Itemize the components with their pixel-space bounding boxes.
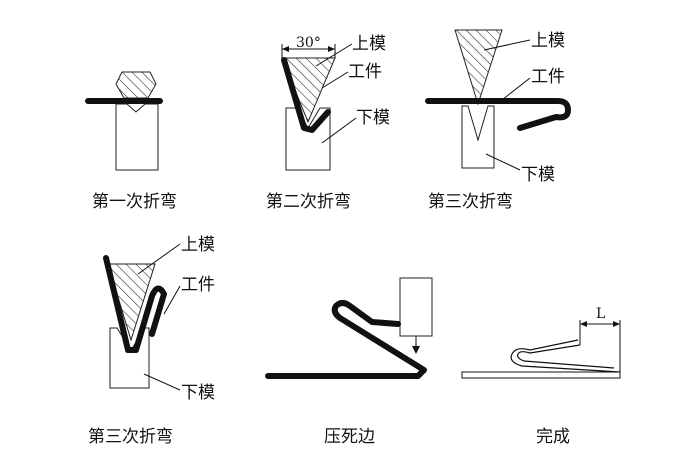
label-workpiece-2: 工件: [348, 62, 382, 82]
workpiece-6-base: [461, 371, 621, 379]
label-lower-die-4: 下模: [181, 383, 215, 403]
angle-label: 30°: [296, 35, 321, 51]
angle-arrow-left: [282, 46, 289, 52]
angle-arrow-right: [328, 46, 335, 52]
caption-step3: 第三次折弯: [428, 192, 513, 212]
panel-step6: L 完成: [461, 306, 621, 447]
upper-die-1: [115, 71, 157, 99]
lower-die-3: [461, 105, 495, 169]
label-workpiece-4: 工件: [181, 275, 215, 295]
leader-upper-die-4: [137, 243, 181, 275]
label-upper-die-3: 上模: [531, 31, 565, 51]
leader-upper-die-2: [315, 43, 353, 67]
leader-workpiece-2: [321, 71, 349, 89]
leader-workpiece-3: [501, 77, 531, 101]
panel-step2: 30° 上模 工件 下模 第二次折弯: [266, 34, 390, 212]
label-workpiece-3: 工件: [531, 67, 565, 87]
label-upper-die-4: 上模: [181, 235, 215, 255]
workpiece-4: [103, 255, 167, 353]
leader-workpiece-4: [163, 285, 181, 315]
leader-lower-die-4: [143, 373, 181, 391]
label-lower-die-3: 下模: [521, 165, 555, 185]
caption-step4: 第三次折弯: [88, 427, 173, 447]
workpiece-6-hem-inner: [517, 344, 615, 369]
caption-step5: 压死边: [324, 427, 375, 447]
length-label: L: [596, 306, 605, 322]
workpiece-6-hem: [510, 339, 621, 373]
upper-die-5: [399, 277, 433, 337]
press-direction-arrow: [412, 346, 420, 354]
caption-step1: 第一次折弯: [92, 192, 177, 212]
workpiece-2: [281, 57, 331, 133]
upper-die-3: [454, 29, 503, 106]
length-arrow-right: [613, 321, 620, 327]
caption-step2: 第二次折弯: [266, 192, 351, 212]
label-lower-die-2: 下模: [356, 108, 390, 128]
workpiece-5: [265, 300, 427, 379]
leader-upper-die-3: [483, 39, 531, 51]
panel-step1: 第一次折弯: [85, 71, 177, 212]
leader-lower-die-2: [321, 117, 357, 144]
label-upper-die-2: 上模: [352, 34, 386, 54]
leader-lower-die-3: [485, 153, 521, 171]
length-arrow-left: [580, 321, 587, 327]
panel-step4: 上模 工件 下模 第三次折弯: [88, 235, 215, 447]
panel-step3: 上模 工件 下模 第三次折弯: [425, 29, 571, 212]
lower-die-4: [109, 327, 150, 389]
caption-step6: 完成: [536, 427, 570, 447]
panel-step5: 压死边: [265, 277, 433, 447]
workpiece-3: [425, 98, 571, 131]
lower-die-1: [115, 103, 159, 171]
